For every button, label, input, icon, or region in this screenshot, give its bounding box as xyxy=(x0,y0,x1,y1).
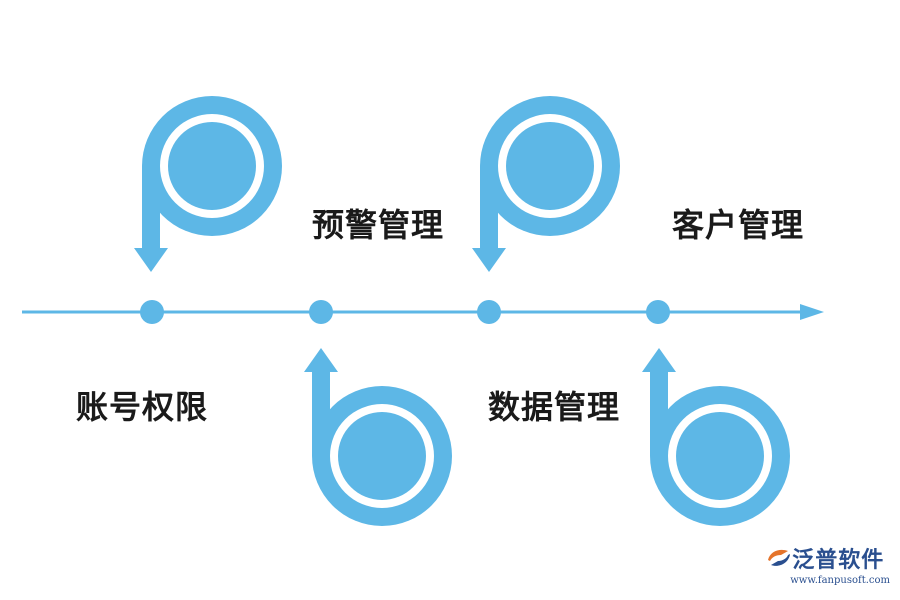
step-3-label: 数据管理 xyxy=(488,388,621,426)
brand-url: www.fanpusoft.com xyxy=(790,575,890,586)
step-2-label: 预警管理 xyxy=(312,206,445,244)
timeline-node-1 xyxy=(140,300,164,324)
step-2-b-shape-icon xyxy=(304,348,452,526)
timeline-node-4 xyxy=(646,300,670,324)
timeline-node-3 xyxy=(477,300,501,324)
fanpu-logo-icon xyxy=(768,549,791,566)
brand-name: 泛普软件 xyxy=(792,548,885,573)
brand-watermark: 泛普软件 www.fanpusoft.com xyxy=(766,542,890,586)
step-4-b-shape-icon xyxy=(642,348,790,526)
timeline-node-2 xyxy=(309,300,333,324)
step-4-label: 客户管理 xyxy=(672,206,805,244)
step-3-p-shape-icon xyxy=(472,96,620,272)
step-1-label: 账号权限 xyxy=(76,388,209,426)
timeline-arrowhead-icon xyxy=(800,304,824,320)
step-1-p-shape-icon xyxy=(134,96,282,272)
